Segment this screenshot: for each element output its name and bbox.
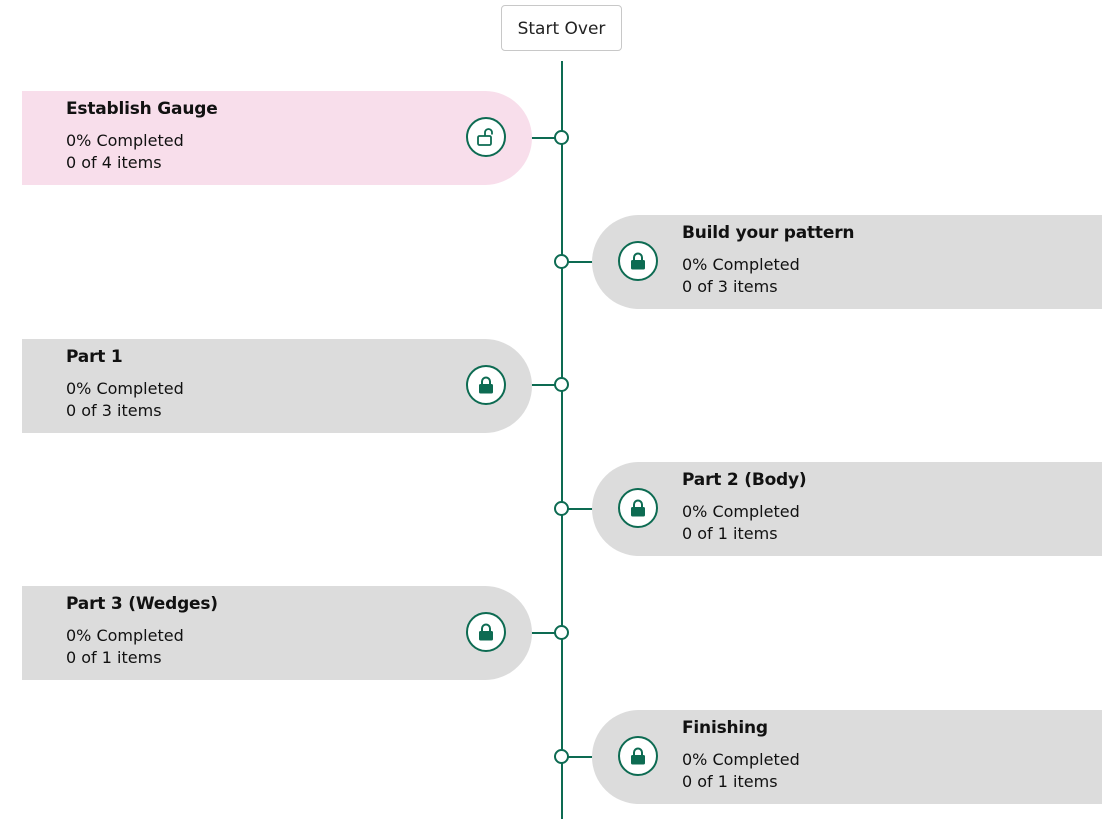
step-title: Establish Gauge: [66, 99, 218, 119]
unlock-icon: [466, 117, 506, 157]
step-title: Finishing: [682, 718, 768, 738]
start-over-button[interactable]: Start Over: [501, 5, 622, 51]
step-title: Part 1: [66, 347, 123, 367]
timeline-line: [561, 61, 563, 819]
timeline-node: [554, 501, 569, 516]
timeline-node: [554, 625, 569, 640]
step-percent: 0% Completed: [682, 750, 800, 769]
step-items-count: 0 of 3 items: [66, 401, 162, 420]
step-items-count: 0 of 1 items: [682, 524, 778, 543]
lock-icon: [618, 736, 658, 776]
step-percent: 0% Completed: [66, 626, 184, 645]
lock-icon: [466, 365, 506, 405]
timeline-node: [554, 130, 569, 145]
step-card-establish-gauge[interactable]: Establish Gauge 0% Completed 0 of 4 item…: [22, 91, 532, 185]
step-items-count: 0 of 1 items: [66, 648, 162, 667]
step-title: Part 2 (Body): [682, 470, 807, 490]
step-card-part-1[interactable]: Part 1 0% Completed 0 of 3 items: [22, 339, 532, 433]
step-title: Build your pattern: [682, 223, 855, 243]
lock-icon: [618, 488, 658, 528]
step-percent: 0% Completed: [682, 502, 800, 521]
step-title: Part 3 (Wedges): [66, 594, 218, 614]
timeline-node: [554, 254, 569, 269]
step-card-part-2-body[interactable]: Part 2 (Body) 0% Completed 0 of 1 items: [592, 462, 1102, 556]
lock-icon: [466, 612, 506, 652]
step-card-part-3-wedges[interactable]: Part 3 (Wedges) 0% Completed 0 of 1 item…: [22, 586, 532, 680]
timeline-node: [554, 749, 569, 764]
step-items-count: 0 of 4 items: [66, 153, 162, 172]
step-card-finishing[interactable]: Finishing 0% Completed 0 of 1 items: [592, 710, 1102, 804]
timeline-node: [554, 377, 569, 392]
step-percent: 0% Completed: [66, 379, 184, 398]
step-items-count: 0 of 3 items: [682, 277, 778, 296]
step-items-count: 0 of 1 items: [682, 772, 778, 791]
step-card-build-your-pattern[interactable]: Build your pattern 0% Completed 0 of 3 i…: [592, 215, 1102, 309]
lock-icon: [618, 241, 658, 281]
step-percent: 0% Completed: [682, 255, 800, 274]
step-percent: 0% Completed: [66, 131, 184, 150]
